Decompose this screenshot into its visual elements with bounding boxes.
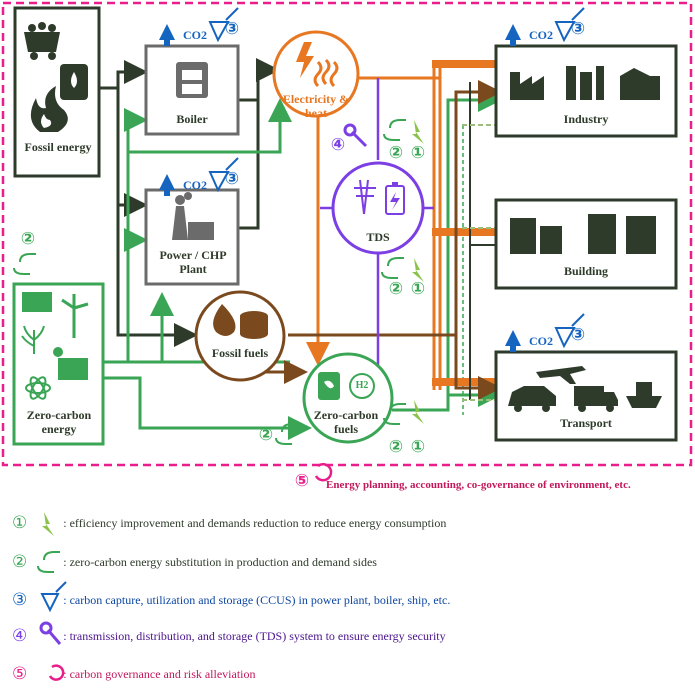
car-icon — [508, 386, 556, 412]
governance-badge: ⑤ — [294, 471, 310, 491]
boiler-icon — [176, 62, 208, 98]
legend-row-2: ② : zero-carbon energy substitution in p… — [12, 551, 377, 573]
lightning-heat-icon — [296, 42, 339, 88]
zero-carbon-fuels-node — [302, 352, 394, 444]
wind-turbine-icon — [61, 294, 89, 338]
ccus-badge-industry: ③ — [570, 19, 586, 39]
ccus-net-icon — [208, 7, 585, 349]
legend-num-1: ① — [12, 513, 28, 533]
truck-icon — [574, 386, 618, 412]
factory-icon — [510, 66, 660, 100]
substitution-badge-left: ② — [20, 229, 36, 249]
tds-lines — [320, 78, 434, 376]
biomass-icon — [21, 325, 45, 354]
boiler-label: Boiler — [176, 112, 208, 126]
ccus-badge-transport: ③ — [570, 325, 586, 345]
transport-node — [494, 350, 678, 442]
fuel-drop-icon — [213, 304, 268, 339]
power-chp-node — [144, 188, 240, 286]
planning-banner: Energy planning, accounting, co-governan… — [326, 479, 631, 491]
tds-label: TDS — [366, 230, 390, 244]
tds-node — [331, 161, 425, 255]
green-fuel-can-icon — [318, 372, 340, 400]
efficiency-badge-mid: ① — [410, 279, 426, 299]
wrench-icon — [343, 123, 368, 148]
legend-text-2: : zero-carbon energy substitution in pro… — [63, 554, 377, 569]
solar-panel-icon — [53, 347, 88, 380]
efficiency-lightning-icon — [412, 120, 424, 424]
legend-net-icon — [40, 581, 67, 613]
substitution-arrow-icon — [13, 119, 406, 445]
hydrogen-label: H2 — [355, 380, 369, 391]
co2-badge-transport: CO2 — [529, 334, 553, 348]
building-node — [494, 198, 678, 290]
legend-text-4: : transmission, distribution, and storag… — [63, 628, 446, 643]
efficiency-badge-bot: ① — [410, 437, 426, 457]
building-icon — [510, 214, 656, 254]
zero-carbon-energy-node — [12, 282, 105, 446]
hydrogen-icon — [349, 373, 375, 399]
industry-label: Industry — [563, 112, 609, 126]
transport-label: Transport — [560, 416, 612, 430]
legend-num-5: ⑤ — [12, 664, 28, 684]
system-boundary-frame — [1, 1, 693, 467]
zero-carbon-energy-label: Zero-carbon energy — [26, 408, 92, 436]
co2-badge-industry: CO2 — [529, 28, 553, 42]
power-plant-icon — [172, 192, 214, 240]
legend-text-5: : carbon governance and risk alleviation — [63, 666, 256, 681]
legend-row-3: ③ : carbon capture, utilization and stor… — [12, 589, 450, 611]
legend-wrench-icon — [39, 621, 62, 645]
co2-up-arrow-icon — [159, 24, 521, 352]
ship-icon — [626, 382, 662, 408]
substitution-badge-top: ② — [388, 143, 404, 163]
legend-row-4: ④ : transmission, distribution, and stor… — [12, 625, 446, 647]
battery-icon — [385, 182, 405, 215]
gas-flame-icon — [30, 86, 68, 132]
boiler-node — [144, 44, 240, 136]
industry-node — [494, 44, 678, 138]
electricity-heat-node — [272, 30, 360, 118]
efficiency-badge-top: ① — [410, 143, 426, 163]
substitution-badge-mid: ② — [388, 279, 404, 299]
co2-badge-power: CO2 — [183, 178, 207, 192]
oil-barrel-icon — [60, 64, 88, 100]
ccus-badge-boiler: ③ — [224, 19, 240, 39]
legend-lightning-icon — [42, 512, 54, 536]
legend-num-4: ④ — [12, 626, 28, 646]
airplane-icon — [536, 366, 586, 384]
legend-text-3: : carbon capture, utilization and storag… — [63, 592, 451, 607]
legend-num-2: ② — [12, 552, 28, 572]
legend-num-3: ③ — [12, 590, 28, 610]
transmission-tower-icon — [354, 179, 376, 215]
electricity-heat-label: Electricity & heat — [282, 92, 350, 120]
hydro-dam-icon — [22, 292, 52, 312]
power-chp-label: Power / CHP Plant — [159, 248, 227, 276]
legend-row-1: ① : efficiency improvement and demands r… — [12, 512, 446, 534]
zero-carbon-fuels-label: Zero-carbon fuels — [313, 408, 379, 436]
fossil-energy-node — [13, 6, 101, 178]
building-label: Building — [563, 264, 609, 278]
governance-icon — [314, 463, 333, 482]
fossil-fuels-label: Fossil fuels — [211, 346, 269, 360]
legend-governance-icon — [48, 664, 65, 681]
fossil-flow-lines — [98, 58, 280, 347]
legend-substitution-icon — [37, 551, 60, 573]
legend-icons — [37, 512, 67, 681]
atom-nuclear-icon — [25, 376, 51, 400]
fossil-fuels-node — [194, 290, 286, 382]
fossil-energy-label: Fossil energy — [24, 140, 92, 154]
coal-cart-icon — [24, 22, 60, 60]
tds-badge: ④ — [330, 135, 346, 155]
ccus-badge-power: ③ — [224, 169, 240, 189]
bus-lines — [462, 82, 496, 401]
substitution-badge-bot: ② — [388, 437, 404, 457]
co2-badge-boiler: CO2 — [183, 28, 207, 42]
legend-text-1: : efficiency improvement and demands red… — [63, 515, 447, 530]
legend-row-5: ⑤ : carbon governance and risk alleviati… — [12, 663, 256, 685]
substitution-badge-fuels: ② — [258, 425, 274, 445]
